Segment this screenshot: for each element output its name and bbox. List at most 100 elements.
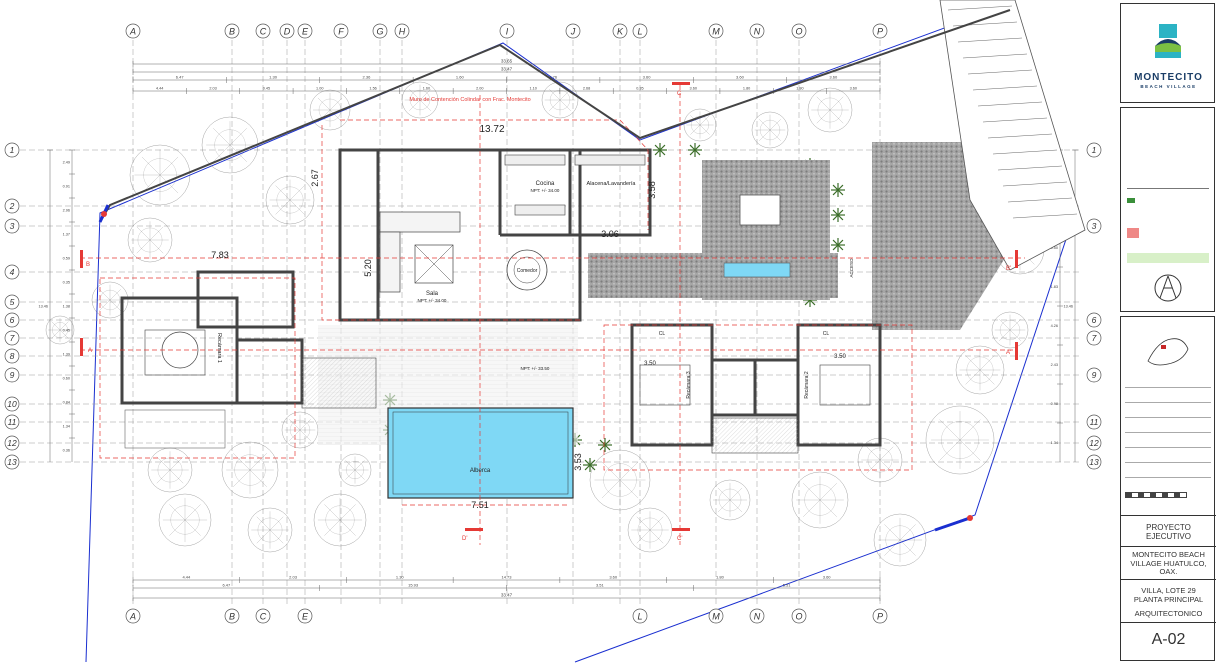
dimension-label: 4.44: [156, 87, 163, 91]
grid-bubble-bottom-B: B: [224, 608, 240, 624]
grid-bubble-bottom-O: O: [791, 608, 807, 624]
laundry-counter: [574, 154, 646, 166]
driveway: [939, 0, 1086, 271]
grid-label-left: 11: [8, 417, 17, 427]
grid-bubble-top-B: B: [224, 23, 240, 39]
grid-label-bottom: O: [795, 612, 802, 622]
grid-label-left: 2: [9, 201, 15, 211]
grid-bubble-bottom-L: L: [632, 608, 648, 624]
sofa: [379, 211, 461, 233]
stair: [711, 417, 799, 454]
discipline: ARQUITECTONICO: [1134, 609, 1203, 618]
grid-bubble-bottom-E: E: [297, 608, 313, 624]
grid-label-top: B: [229, 27, 235, 37]
dimension-label: 14.73: [501, 575, 512, 580]
legend-panel: [1120, 107, 1215, 312]
grid-label-left: 7: [10, 333, 15, 343]
grid-bubble-top-F: F: [333, 23, 349, 39]
dimension-label: 3.60: [609, 575, 618, 580]
grid-bubble-top-L: L: [632, 23, 648, 39]
red-reference-lines: [80, 85, 1025, 545]
section-b: B: [86, 262, 90, 268]
dimension-label: 1.60: [423, 87, 430, 91]
dimension-label: 0.60: [63, 377, 70, 381]
grid-label-top: D: [284, 27, 291, 37]
grid-bubble-left-1: 1: [4, 142, 20, 158]
grid-label-left: 9: [10, 370, 15, 380]
grid-label-top: G: [376, 27, 383, 37]
dimension-label: 0.35: [63, 281, 70, 285]
grid-bubble-left-13: 13: [4, 454, 20, 470]
dimension-label: 0.98: [1051, 402, 1058, 406]
grid-label-bottom: L: [637, 612, 642, 622]
dimension-label: 4.26: [1051, 324, 1058, 328]
dimension-label: 15.93: [408, 583, 419, 588]
grid-bubble-bottom-M: M: [708, 608, 724, 624]
grid-bubble-left-10: 10: [4, 396, 20, 412]
grid-bubble-right-9: 9: [1086, 367, 1102, 383]
dimension-label: 1.83: [1051, 285, 1058, 289]
dimension-label: 3.60: [850, 87, 857, 91]
dimension-label: 2.96: [63, 209, 70, 213]
dimension-label: 0.59: [63, 257, 70, 261]
label-recamara-1: Recámara 1: [216, 333, 222, 363]
dimension-label: 1.30: [269, 75, 278, 80]
dining-table: [506, 249, 548, 291]
grid-bubble-top-G: G: [372, 23, 388, 39]
dimension-label: 1.10: [529, 87, 536, 91]
sofa-side: [379, 231, 401, 293]
grid-bubble-top-E: E: [297, 23, 313, 39]
grid-bubble-left-5: 5: [4, 294, 20, 310]
plan-labels: Muro de Contención Colindar con Frac. Mo…: [86, 91, 1011, 542]
grid-bubble-right-7: 7: [1086, 330, 1102, 346]
grid-label-right: 11: [1090, 417, 1099, 427]
project-name: MONTECITO BEACH VILLAGE HUATULCO, OAX.: [1130, 550, 1207, 577]
terrace-stair: [301, 357, 377, 409]
dimension-label: 0.84: [63, 401, 70, 405]
dimension-label: 0.91: [63, 185, 70, 189]
grid-label-bottom: E: [302, 612, 309, 622]
grid-bubble-left-7: 7: [4, 330, 20, 346]
dimension-label: 3.51: [596, 583, 605, 588]
grid-bubble-right-11: 11: [1086, 414, 1102, 430]
dimension-label: 1.30: [396, 575, 405, 580]
label-npt-terrace: NPT: +/- 33.50: [521, 366, 550, 371]
montecito-logo-icon: [1155, 24, 1181, 58]
dimension-label: 3.60: [736, 75, 745, 80]
dimension-label: 1.39: [63, 353, 70, 357]
grid-label-top: O: [795, 27, 802, 37]
dimension-label: 3.60: [690, 87, 697, 91]
walkway-paving: [588, 253, 838, 298]
dimension-label: 1.80: [796, 87, 803, 91]
grid-label-left: 10: [7, 399, 17, 409]
dimension-label: 1.00: [316, 87, 323, 91]
grid-bubble-top-H: H: [394, 23, 410, 39]
dimension-label: 5.51: [783, 583, 792, 588]
dimension-label: 2.43: [1051, 363, 1058, 367]
grid-label-right: 12: [1089, 438, 1099, 448]
reflecting-pool: [723, 262, 791, 278]
property-boundary-line: [85, 1, 1076, 663]
dimension-label: 33.47: [501, 67, 513, 72]
swimming-pool: [387, 407, 574, 499]
red-dim-7-83: 7.83: [211, 250, 229, 260]
grid-label-bottom: A: [129, 612, 136, 622]
grid-label-top: C: [260, 27, 267, 37]
grid-bubble-left-12: 12: [4, 435, 20, 451]
grid-bubble-top-A: A: [125, 23, 141, 39]
grid-bubble-bottom-P: P: [872, 608, 888, 624]
dimension-label: 33.65: [501, 59, 513, 64]
logo-panel: MONTECITO BEACH VILLAGE: [1120, 3, 1215, 103]
dimension-label: 3.60: [643, 75, 652, 80]
grid-label-top: M: [712, 27, 720, 37]
grid-bubble-top-K: K: [612, 23, 628, 39]
dimension-label: 4.44: [182, 575, 191, 580]
grid-label-left: 5: [10, 297, 15, 307]
kitchen-island: [514, 204, 566, 216]
grid-label-left: 3: [10, 221, 15, 231]
label-recamara-3: Recámara 3: [686, 371, 692, 398]
grid-label-top: K: [617, 27, 624, 37]
grid-bubble-left-3: 3: [4, 218, 20, 234]
grid-bubble-bottom-N: N: [749, 608, 765, 624]
driveway-stripes: [947, 5, 1078, 219]
